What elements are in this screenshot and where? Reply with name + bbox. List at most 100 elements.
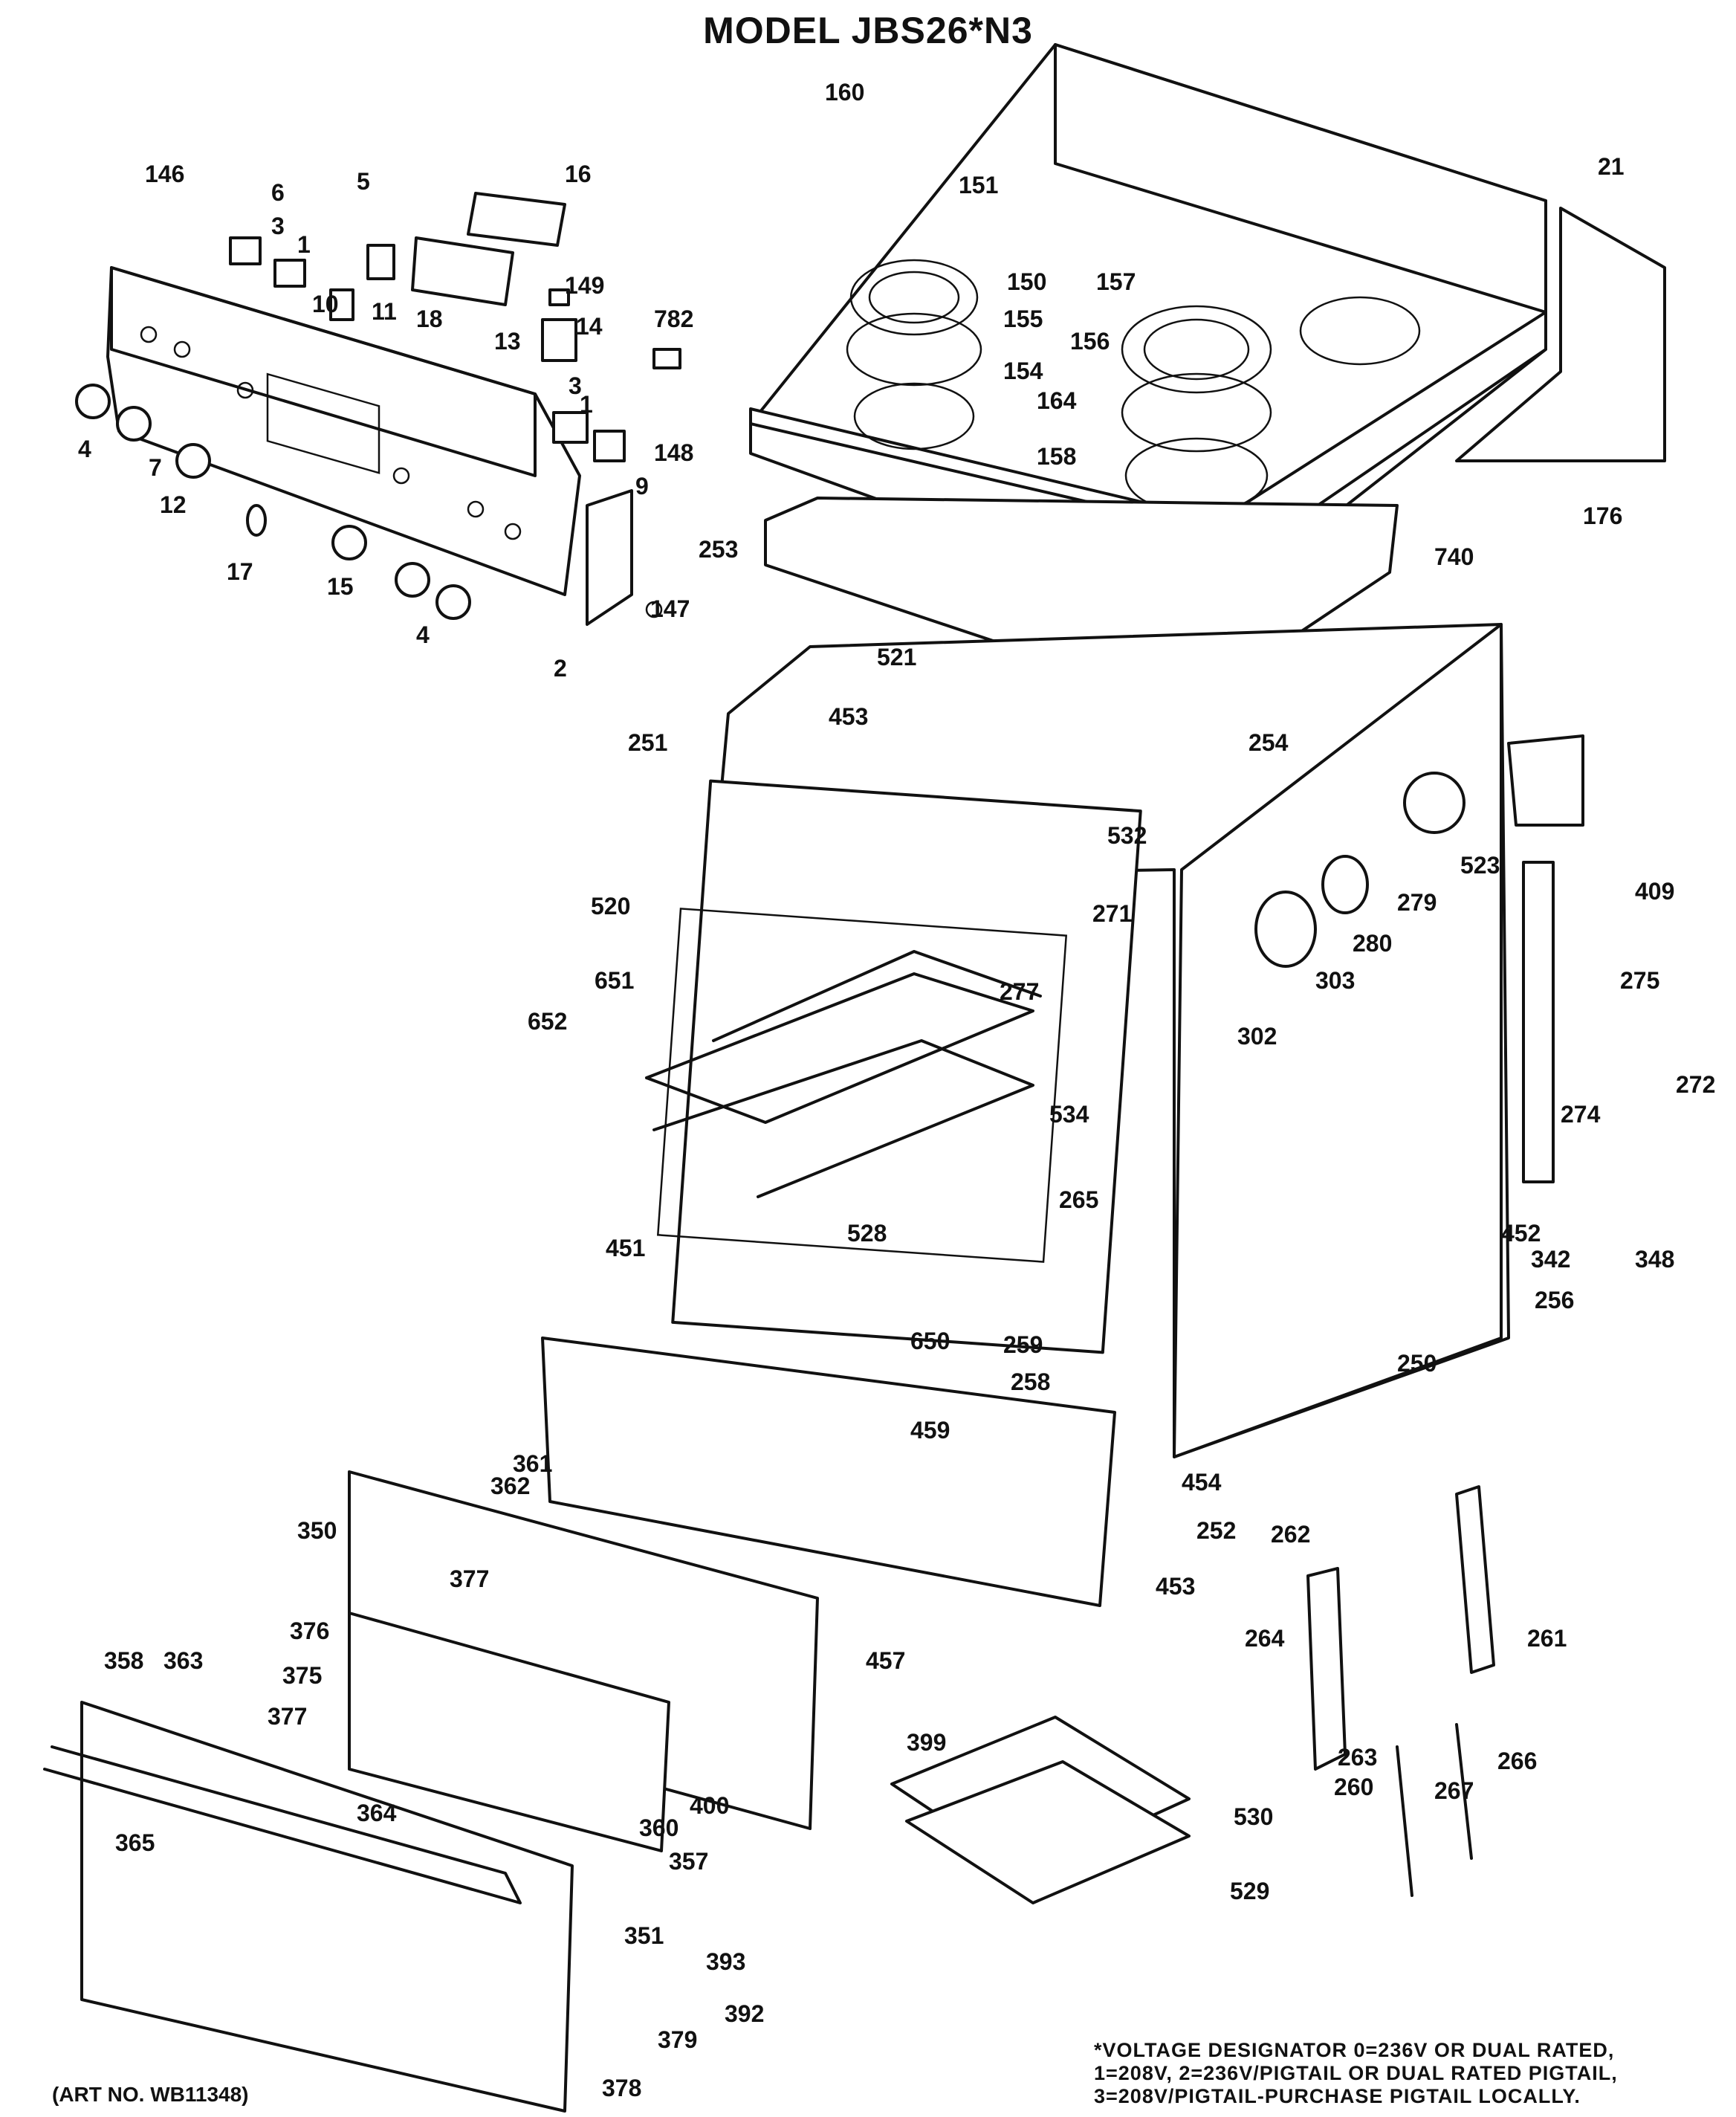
rear-panel [1455, 207, 1666, 462]
broiler-pan [890, 1716, 1191, 1904]
part-label: 277 [1000, 978, 1039, 1005]
part-label: 342 [1531, 1246, 1570, 1273]
part-label: 12 [160, 491, 187, 518]
footnote-line: 3=208V/PIGTAIL-PURCHASE PIGTAIL LOCALLY. [1094, 2085, 1581, 2107]
part-label: 21 [1598, 153, 1625, 180]
part-label: 740 [1434, 543, 1474, 570]
part-label: 348 [1635, 1246, 1674, 1273]
oven-cabinet [656, 623, 1510, 1458]
part-label: 258 [1011, 1368, 1050, 1395]
cooktop-and-backguard [749, 43, 1547, 618]
part-label: 303 [1315, 967, 1355, 994]
part-label: 146 [145, 161, 184, 187]
switches-and-components [229, 192, 681, 618]
part-label: 357 [669, 1848, 708, 1875]
part-label: 375 [282, 1662, 322, 1689]
part-label: 400 [690, 1792, 729, 1819]
part-label: 264 [1245, 1625, 1285, 1652]
part-label: 176 [1583, 502, 1622, 529]
part-label: 251 [628, 729, 667, 756]
part-label: 18 [416, 306, 443, 332]
part-label: 2 [554, 655, 567, 682]
part-label: 263 [1338, 1744, 1377, 1771]
part-label: 155 [1003, 306, 1043, 332]
part-label: 520 [591, 893, 630, 919]
part-label: 271 [1092, 900, 1132, 927]
part-label: 360 [639, 1814, 678, 1841]
part-label: 164 [1037, 387, 1077, 414]
footnote-line: 1=208V, 2=236V/PIGTAIL OR DUAL RATED PIG… [1094, 2062, 1618, 2084]
part-label: 392 [725, 2000, 764, 2027]
part-label: 151 [959, 172, 998, 198]
part-label: 156 [1070, 328, 1110, 355]
part-label: 157 [1096, 268, 1136, 295]
part-label: 530 [1234, 1803, 1273, 1830]
part-label: 362 [490, 1473, 530, 1499]
part-label: 17 [227, 558, 253, 585]
part-label: 534 [1049, 1101, 1089, 1128]
control-panel-backsplash [106, 266, 633, 626]
part-label: 9 [635, 473, 649, 500]
part-label: 521 [877, 644, 916, 670]
part-label: 528 [847, 1220, 887, 1247]
part-label: 378 [602, 2075, 641, 2101]
control-knobs [75, 384, 471, 620]
part-label: 363 [163, 1647, 203, 1674]
diagram-title: MODEL JBS26*N3 [703, 10, 1033, 51]
part-label: 365 [115, 1829, 155, 1856]
part-label: 14 [576, 313, 603, 340]
part-label: 160 [825, 79, 864, 106]
part-label: 451 [606, 1235, 645, 1261]
part-label: 254 [1248, 729, 1289, 756]
part-label: 651 [595, 967, 634, 994]
part-label: 364 [357, 1800, 397, 1826]
part-label: 13 [494, 328, 521, 355]
part-label: 650 [910, 1328, 950, 1354]
part-label: 453 [1156, 1573, 1195, 1600]
part-label: 256 [1535, 1287, 1574, 1313]
part-label: 149 [565, 272, 604, 299]
part-label: 272 [1676, 1071, 1715, 1098]
part-label: 782 [654, 306, 693, 332]
part-label: 399 [907, 1729, 946, 1756]
part-label: 4 [78, 436, 91, 462]
part-label: 452 [1501, 1220, 1541, 1247]
part-label: 266 [1497, 1748, 1537, 1774]
part-label: 459 [910, 1417, 950, 1444]
part-label: 409 [1635, 878, 1674, 905]
part-label: 10 [312, 291, 339, 317]
part-label: 265 [1059, 1186, 1098, 1213]
part-label: 267 [1434, 1777, 1474, 1804]
part-label: 652 [528, 1008, 567, 1035]
part-label: 150 [1007, 268, 1046, 295]
part-label: 147 [650, 595, 690, 622]
part-label: 280 [1353, 930, 1392, 957]
part-label: 358 [104, 1647, 143, 1674]
part-label: 361 [513, 1450, 552, 1477]
part-label: 3 [569, 372, 582, 399]
part-label: 529 [1230, 1878, 1269, 1904]
part-label: 350 [297, 1517, 337, 1544]
part-label: 376 [290, 1617, 329, 1644]
part-label: 351 [624, 1922, 664, 1949]
part-label: 7 [149, 454, 162, 481]
part-label: 158 [1037, 443, 1076, 470]
part-label: 259 [1003, 1331, 1043, 1358]
part-label: 1 [580, 391, 593, 418]
part-label: 379 [658, 2026, 697, 2053]
part-label: 453 [829, 703, 868, 730]
surface-units [846, 259, 1272, 514]
part-label: 274 [1561, 1101, 1601, 1128]
oven-door-assembly [43, 1337, 1116, 2113]
part-label: 16 [565, 161, 592, 187]
part-label: 4 [416, 621, 430, 648]
part-label: 377 [268, 1703, 307, 1730]
part-label: 523 [1460, 852, 1500, 879]
part-label: 454 [1182, 1469, 1222, 1496]
part-label: 3 [271, 213, 285, 239]
art-number: (ART NO. WB11348) [52, 2083, 249, 2106]
part-label: 261 [1527, 1625, 1567, 1652]
part-label: 532 [1107, 822, 1147, 849]
